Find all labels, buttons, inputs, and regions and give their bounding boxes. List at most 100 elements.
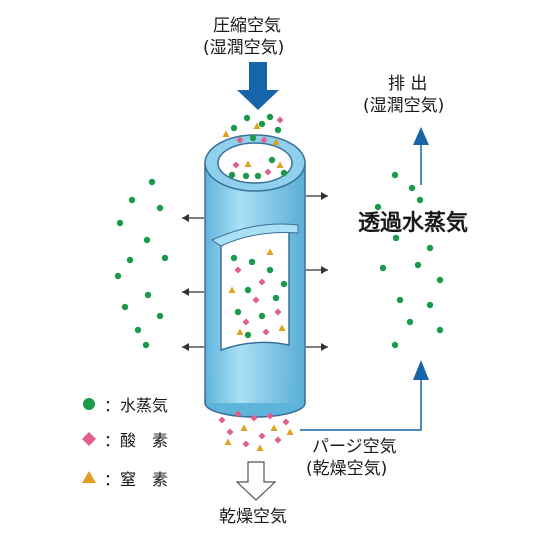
water-molecule <box>248 258 256 266</box>
oxygen-molecule <box>276 116 284 124</box>
permeation-arrows <box>182 192 328 351</box>
legend-oxygen-text: ：酸 素 <box>104 431 169 450</box>
nitrogen-molecule <box>253 122 261 129</box>
water-molecule <box>272 294 280 302</box>
water-molecule <box>230 124 238 132</box>
water-molecule <box>116 219 124 227</box>
exhaust-arrow <box>413 127 429 185</box>
permeation-arrow-right-3-head <box>321 343 328 351</box>
water-molecule <box>426 301 434 309</box>
inlet-arrow <box>237 62 279 110</box>
water-molecule <box>243 114 251 122</box>
water-molecule <box>436 326 444 334</box>
water-molecule <box>121 303 129 311</box>
permeation-arrow-left-2-head <box>182 288 189 296</box>
nitrogen-molecule <box>236 328 244 335</box>
oxygen-molecule <box>250 414 258 422</box>
water-molecule <box>114 272 122 280</box>
water-molecule <box>144 291 152 299</box>
water-molecule <box>156 204 164 212</box>
water-molecule <box>416 196 424 204</box>
nitrogen-molecule <box>276 161 284 168</box>
water-molecule <box>148 178 156 186</box>
water-molecule <box>244 331 252 339</box>
water-molecule <box>396 296 404 304</box>
water-molecule <box>280 169 288 177</box>
water-molecule <box>156 312 164 320</box>
legend-water: ：水蒸気 <box>78 393 168 415</box>
legend-oxygen-icon <box>82 432 96 446</box>
water-molecule <box>161 254 169 262</box>
compressed-air-label: 圧縮空気 <box>213 16 281 36</box>
oxygen-molecule <box>262 328 270 336</box>
oxygen-molecule <box>252 296 260 304</box>
legend-nitrogen-text: ：窒 素 <box>104 470 169 489</box>
oxygen-molecule <box>258 278 266 286</box>
dry-air-label: 乾燥空気 <box>219 507 287 527</box>
oxygen-molecule <box>264 168 272 176</box>
oxygen-molecule <box>234 410 242 418</box>
nitrogen-molecule <box>286 428 294 435</box>
water-molecule <box>134 326 142 334</box>
water-molecule <box>391 171 399 179</box>
water-molecule <box>242 172 250 180</box>
water-molecule <box>426 244 434 252</box>
water-molecule <box>230 254 238 262</box>
purge-air-label: パージ空気 <box>312 437 397 457</box>
water-molecule <box>274 126 282 134</box>
oxygen-molecule <box>218 416 226 424</box>
purge-arrow <box>300 360 429 431</box>
water-molecule <box>414 261 422 269</box>
permeation-arrow-left-3-head <box>182 343 189 351</box>
water-molecule <box>392 234 400 242</box>
membrane-tube <box>204 134 306 418</box>
water-molecule <box>249 134 257 142</box>
water-molecule <box>128 196 136 204</box>
dry-air-outlet-arrow <box>235 461 277 501</box>
purge-air-sub-label: (乾燥空気) <box>306 459 388 479</box>
water-molecule <box>258 120 266 128</box>
water-molecule <box>280 280 288 288</box>
oxygen-molecule <box>258 432 266 440</box>
water-molecule <box>374 203 382 211</box>
nitrogen-molecule <box>224 438 232 445</box>
nitrogen-molecule <box>270 424 278 431</box>
legend-oxygen: ：酸 素 <box>78 428 168 450</box>
oxygen-molecule <box>232 161 240 169</box>
water-molecule <box>408 184 416 192</box>
water-molecule <box>228 171 236 179</box>
nitrogen-molecule <box>256 444 264 451</box>
water-molecule <box>126 256 134 264</box>
water-molecule <box>406 318 414 326</box>
permeated-vapor-label: 透過水蒸気 <box>358 211 469 236</box>
water-molecule <box>268 156 276 164</box>
legend-water-icon <box>83 398 95 410</box>
compressed-air-sub-label: (湿潤空気) <box>203 38 285 58</box>
water-molecule <box>266 266 274 274</box>
water-molecule <box>391 341 399 349</box>
water-molecule <box>258 312 266 320</box>
permeation-arrow-left-1-head <box>182 214 189 222</box>
water-molecule <box>143 236 151 244</box>
oxygen-molecule <box>260 136 268 144</box>
legend-water-text: ：水蒸気 <box>104 396 169 415</box>
oxygen-molecule <box>226 428 234 436</box>
legend-nitrogen: ：窒 素 <box>78 467 168 489</box>
nitrogen-molecule <box>266 248 274 255</box>
molecules-layer <box>114 113 444 451</box>
water-molecule <box>436 276 444 284</box>
oxygen-molecule <box>274 436 282 444</box>
oxygen-molecule <box>242 318 250 326</box>
water-molecule <box>142 341 150 349</box>
water-molecule <box>266 113 274 121</box>
permeation-arrow-right-1-head <box>321 192 328 200</box>
exhaust-sub-label: (湿潤空気) <box>363 96 445 116</box>
oxygen-molecule <box>236 136 244 144</box>
oxygen-molecule <box>282 418 290 426</box>
legend-nitrogen-icon <box>82 471 96 483</box>
exhaust-label: 排 出 <box>388 74 428 94</box>
permeation-arrow-right-2-head <box>321 266 328 274</box>
oxygen-molecule <box>266 412 274 420</box>
